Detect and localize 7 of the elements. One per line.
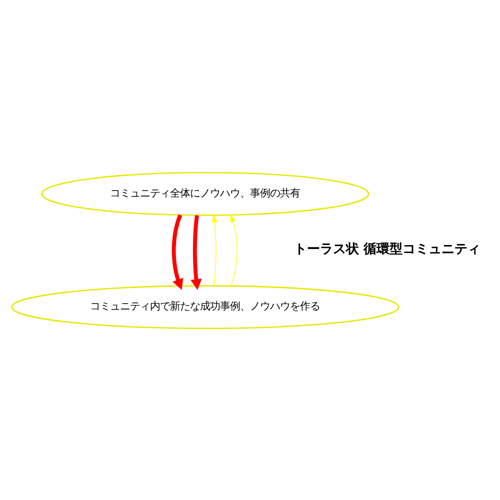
arrow xyxy=(171,214,183,290)
label: トーラス状 循環型コミュニティ xyxy=(294,242,480,257)
node-ellipse: コミュニティ内で新たな成功事例、ノウハウを作る xyxy=(10,284,399,329)
arrow xyxy=(230,214,237,286)
node-ellipse: コミュニティ全体にノウハウ、事例の共有 xyxy=(40,171,369,216)
arrow xyxy=(211,214,217,286)
arrow xyxy=(190,214,202,290)
